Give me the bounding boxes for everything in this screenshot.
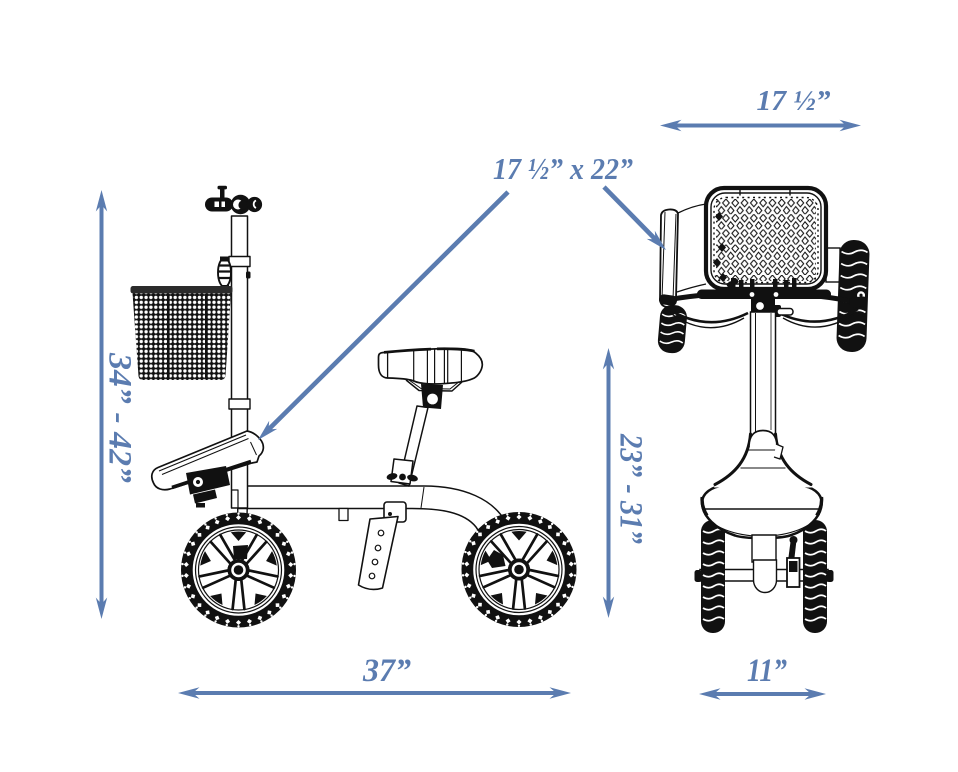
svg-text:17 ½” x 22”: 17 ½” x 22” [493, 151, 633, 186]
svg-text:34” - 42”: 34” - 42” [102, 352, 138, 483]
svg-text:11”: 11” [747, 653, 787, 689]
svg-text:17 ½”: 17 ½” [757, 85, 832, 117]
svg-text:37”: 37” [362, 653, 411, 689]
svg-text:23” - 31”: 23” - 31” [613, 433, 649, 544]
